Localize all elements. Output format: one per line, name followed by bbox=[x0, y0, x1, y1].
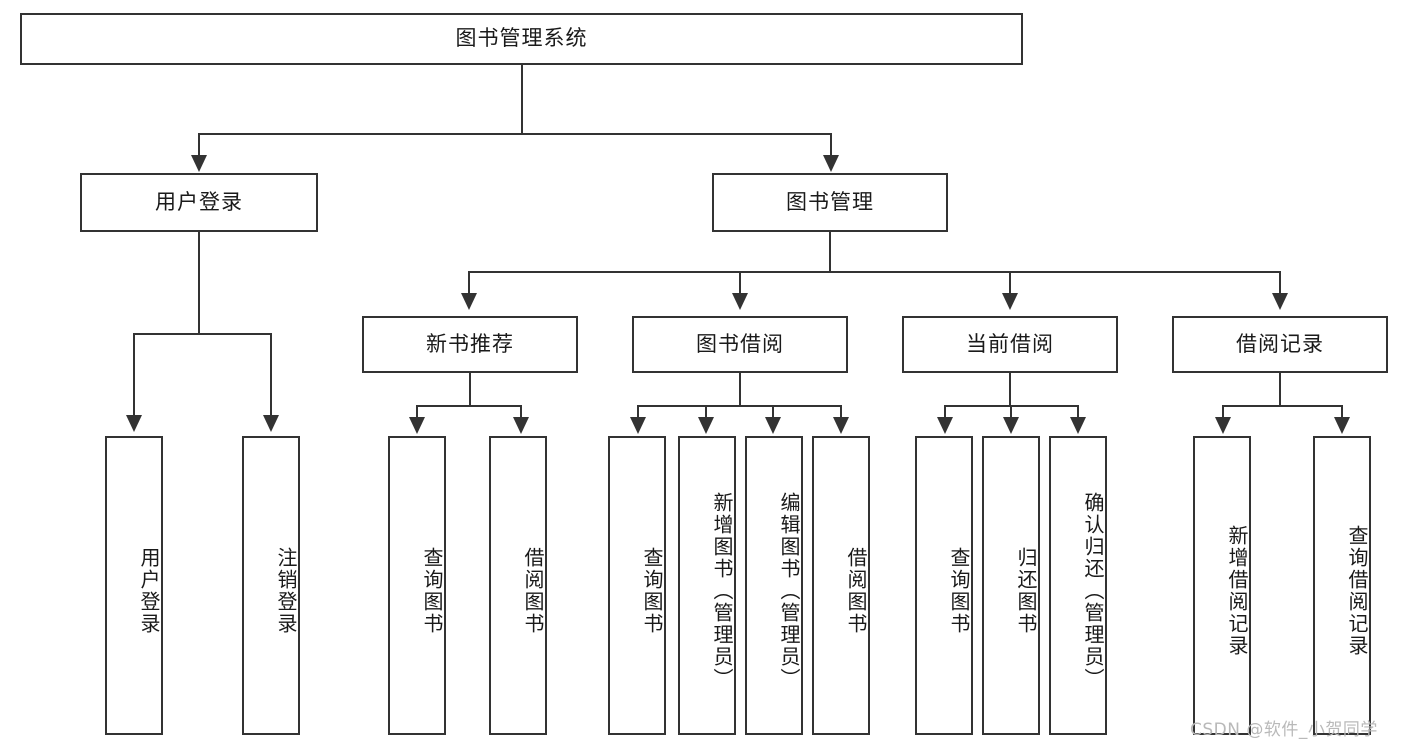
node-label: 用户登录 bbox=[155, 189, 243, 214]
edge-borrow-record-leaf2 bbox=[1341, 405, 1343, 418]
node-label: 编辑图书（管理员） bbox=[777, 491, 801, 690]
arrow-root-to-user-login bbox=[191, 155, 207, 172]
edge-book-manage-bus bbox=[468, 271, 1280, 273]
node-current-borrow[interactable]: 当前借阅 bbox=[902, 316, 1118, 373]
csdn-watermark: CSDN @软件_小贺同学 bbox=[1190, 720, 1378, 740]
edge-borrow-record-leaf1 bbox=[1222, 405, 1224, 418]
node-label: 新增图书（管理员） bbox=[710, 491, 734, 690]
arrow-book-manage-to-current-borrow bbox=[1002, 293, 1018, 310]
leaf-add-borrow-record[interactable]: 新增借阅记录 bbox=[1193, 436, 1251, 735]
node-borrow-record[interactable]: 借阅记录 bbox=[1172, 316, 1388, 373]
edge-borrow-record-bus bbox=[1222, 405, 1342, 407]
edge-borrow-record-trunk bbox=[1279, 373, 1281, 405]
edge-root-to-user-login bbox=[198, 133, 200, 158]
edge-new-book-leaf1 bbox=[416, 405, 418, 418]
node-label: 注销登录 bbox=[274, 546, 298, 635]
edge-new-book-leaf2 bbox=[520, 405, 522, 418]
edge-root-to-book-manage bbox=[830, 133, 832, 158]
node-label: 新书推荐 bbox=[426, 331, 514, 356]
node-label: 用户登录 bbox=[137, 546, 161, 635]
edge-book-manage-to-borrow-record bbox=[1279, 271, 1281, 296]
edge-current-borrow-trunk bbox=[1009, 373, 1011, 405]
node-book-manage[interactable]: 图书管理 bbox=[712, 173, 948, 232]
node-label: 借阅记录 bbox=[1236, 331, 1324, 356]
node-label: 图书管理系统 bbox=[455, 26, 588, 51]
edge-root-bus bbox=[198, 133, 832, 135]
arrow-book-borrow-leaf1 bbox=[630, 417, 646, 434]
leaf-query-book-current[interactable]: 查询图书 bbox=[915, 436, 973, 735]
edge-book-manage-to-book-borrow bbox=[739, 271, 741, 296]
edge-new-book-bus bbox=[416, 405, 522, 407]
arrow-new-book-leaf2 bbox=[513, 417, 529, 434]
arrow-book-manage-to-book-borrow bbox=[732, 293, 748, 310]
leaf-edit-book-admin[interactable]: 编辑图书（管理员） bbox=[745, 436, 803, 735]
arrow-current-borrow-leaf3 bbox=[1070, 417, 1086, 434]
arrow-current-borrow-leaf2 bbox=[1003, 417, 1019, 434]
leaf-user-login[interactable]: 用户登录 bbox=[105, 436, 163, 735]
edge-book-borrow-bus bbox=[637, 405, 842, 407]
edge-current-borrow-leaf1 bbox=[944, 405, 946, 418]
edge-user-login-trunk bbox=[198, 232, 200, 333]
arrow-new-book-leaf1 bbox=[409, 417, 425, 434]
edge-book-borrow-leaf3 bbox=[772, 405, 774, 418]
arrow-root-to-book-manage bbox=[823, 155, 839, 172]
node-label: 查询图书 bbox=[420, 546, 444, 635]
node-label: 当前借阅 bbox=[966, 331, 1054, 356]
node-label: 借阅图书 bbox=[521, 546, 545, 635]
edge-user-login-leaf2 bbox=[270, 333, 272, 416]
node-new-book-recommend[interactable]: 新书推荐 bbox=[362, 316, 578, 373]
leaf-query-book-new-book[interactable]: 查询图书 bbox=[388, 436, 446, 735]
edge-book-manage-to-new-book bbox=[468, 271, 470, 296]
node-label: 图书借阅 bbox=[696, 331, 784, 356]
node-label: 查询图书 bbox=[640, 546, 664, 635]
node-label: 查询借阅记录 bbox=[1345, 524, 1369, 657]
arrow-user-login-leaf1 bbox=[126, 415, 142, 432]
arrow-book-manage-to-new-book bbox=[461, 293, 477, 310]
leaf-return-book[interactable]: 归还图书 bbox=[982, 436, 1040, 735]
edge-book-borrow-leaf1 bbox=[637, 405, 639, 418]
edge-book-borrow-trunk bbox=[739, 373, 741, 405]
leaf-query-book-borrow[interactable]: 查询图书 bbox=[608, 436, 666, 735]
node-label: 新增借阅记录 bbox=[1225, 524, 1249, 657]
edge-current-borrow-leaf2 bbox=[1010, 405, 1012, 418]
leaf-query-borrow-record[interactable]: 查询借阅记录 bbox=[1313, 436, 1371, 735]
leaf-borrow-book-new-book[interactable]: 借阅图书 bbox=[489, 436, 547, 735]
edge-book-borrow-leaf2 bbox=[705, 405, 707, 418]
arrow-book-manage-to-borrow-record bbox=[1272, 293, 1288, 310]
leaf-borrow-book-borrow[interactable]: 借阅图书 bbox=[812, 436, 870, 735]
edge-book-manage-to-current-borrow bbox=[1009, 271, 1011, 296]
arrow-user-login-leaf2 bbox=[263, 415, 279, 432]
node-label: 查询图书 bbox=[947, 546, 971, 635]
arrow-borrow-record-leaf2 bbox=[1334, 417, 1350, 434]
node-root-system[interactable]: 图书管理系统 bbox=[20, 13, 1023, 65]
leaf-confirm-return-admin[interactable]: 确认归还（管理员） bbox=[1049, 436, 1107, 735]
edge-root-trunk bbox=[521, 65, 523, 133]
arrow-book-borrow-leaf4 bbox=[833, 417, 849, 434]
node-book-borrow[interactable]: 图书借阅 bbox=[632, 316, 848, 373]
edge-book-manage-trunk bbox=[829, 232, 831, 271]
node-label: 归还图书 bbox=[1014, 546, 1038, 635]
edge-new-book-trunk bbox=[469, 373, 471, 405]
edge-current-borrow-leaf3 bbox=[1077, 405, 1079, 418]
edge-user-login-leaf1 bbox=[133, 333, 135, 416]
leaf-add-book-admin[interactable]: 新增图书（管理员） bbox=[678, 436, 736, 735]
node-label: 确认归还（管理员） bbox=[1081, 491, 1105, 690]
arrow-book-borrow-leaf3 bbox=[765, 417, 781, 434]
arrow-book-borrow-leaf2 bbox=[698, 417, 714, 434]
node-label: 图书管理 bbox=[786, 189, 874, 214]
edge-book-borrow-leaf4 bbox=[840, 405, 842, 418]
node-label: 借阅图书 bbox=[844, 546, 868, 635]
leaf-user-logout[interactable]: 注销登录 bbox=[242, 436, 300, 735]
edge-user-login-bus bbox=[133, 333, 271, 335]
arrow-current-borrow-leaf1 bbox=[937, 417, 953, 434]
node-user-login[interactable]: 用户登录 bbox=[80, 173, 318, 232]
arrow-borrow-record-leaf1 bbox=[1215, 417, 1231, 434]
